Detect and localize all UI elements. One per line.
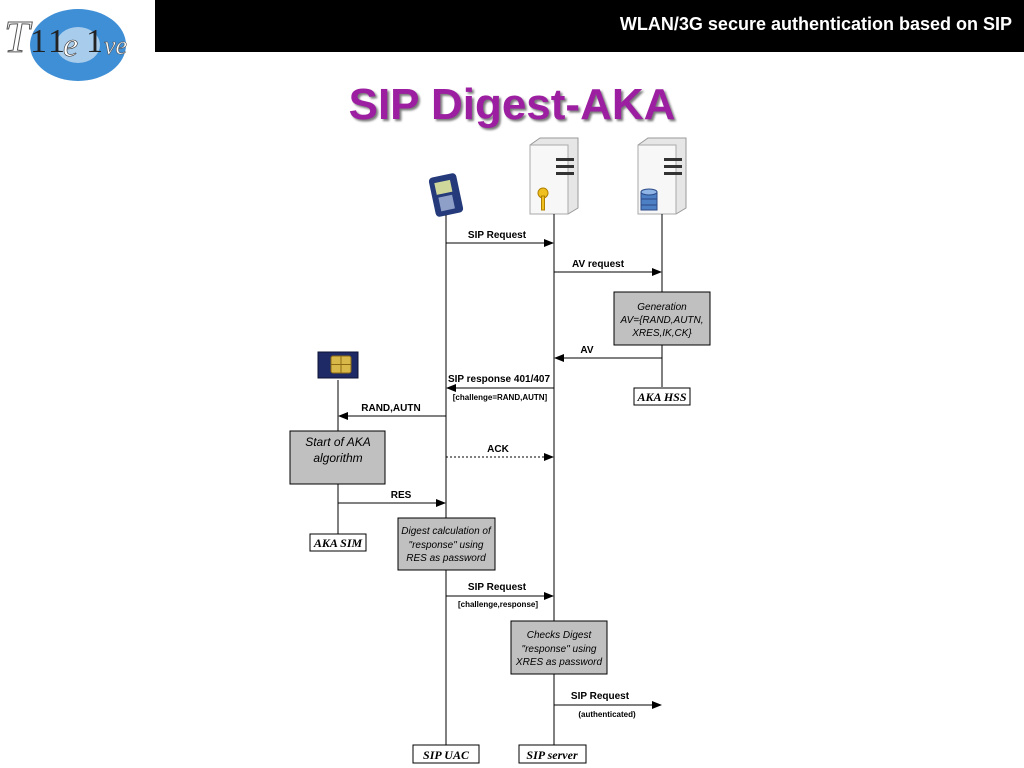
server-key-icon — [529, 137, 579, 215]
msg-sip-response-sublabel: [challenge=RAND,AUTN] — [453, 393, 548, 402]
entity-hss-box — [633, 387, 691, 406]
checks-digest-line-2: "response" using — [522, 644, 597, 655]
entity-hss-label: AKA HSS — [636, 390, 686, 404]
digest-calc-line-2: "response" using — [409, 540, 484, 551]
msg-sip-request-3-sublabel: (authenticated) — [578, 710, 636, 719]
entity-uac-box — [412, 744, 480, 764]
server-database-icon — [637, 137, 687, 215]
logo: T 1 1 e 1 ve — [0, 0, 155, 90]
svg-text:1: 1 — [30, 23, 47, 60]
digest-calc-line-3: RES as password — [406, 553, 486, 564]
header-title: WLAN/3G secure authentication based on S… — [619, 14, 1012, 34]
entity-server-box — [518, 744, 587, 764]
phone-icon — [428, 173, 464, 217]
entity-uac-label: SIP UAC — [423, 748, 470, 762]
msg-sip-request-label: SIP Request — [468, 230, 527, 241]
svg-text:1: 1 — [48, 23, 65, 60]
digest-calc-line-1: Digest calculation of — [401, 526, 492, 537]
msg-av-request-label: AV request — [572, 259, 625, 270]
slide-title: SIP Digest-AKA — [348, 80, 676, 129]
sim-card-icon — [317, 351, 359, 379]
entity-sim-box — [309, 533, 367, 552]
entity-server-label: SIP server — [526, 748, 578, 762]
checks-digest-line-3: XRES as password — [515, 657, 603, 668]
generation-box — [613, 291, 711, 346]
generation-line-1: Generation — [637, 302, 687, 313]
generation-line-3: XRES,IK,CK} — [631, 328, 692, 339]
msg-rand-autn-label: RAND,AUTN — [361, 403, 420, 414]
msg-sip-request-2-sublabel: [challenge,response] — [458, 600, 538, 609]
checks-digest-line-1: Checks Digest — [527, 630, 593, 641]
msg-av-label: AV — [580, 345, 593, 356]
msg-res-label: RES — [391, 490, 412, 501]
generation-line-2: AV={RAND,AUTN, — [619, 315, 703, 326]
svg-text:e: e — [63, 27, 78, 64]
msg-sip-request-2-label: SIP Request — [468, 582, 527, 593]
svg-text:1: 1 — [86, 23, 103, 60]
msg-sip-response-label: SIP response 401/407 — [448, 374, 551, 385]
start-aka-box — [289, 430, 386, 485]
entity-sim-label: AKA SIM — [313, 536, 363, 550]
svg-text:ve: ve — [104, 31, 127, 60]
start-aka-line-1: Start of AKA — [305, 435, 371, 449]
digest-calc-box — [397, 517, 496, 571]
msg-sip-request-3-label: SIP Request — [571, 691, 630, 702]
msg-ack-label: ACK — [487, 444, 509, 455]
start-aka-line-2: algorithm — [313, 451, 362, 465]
logo-letter-t: T — [4, 11, 33, 62]
checks-digest-box — [510, 620, 608, 675]
header-bar: WLAN/3G secure authentication based on S… — [155, 0, 1024, 52]
